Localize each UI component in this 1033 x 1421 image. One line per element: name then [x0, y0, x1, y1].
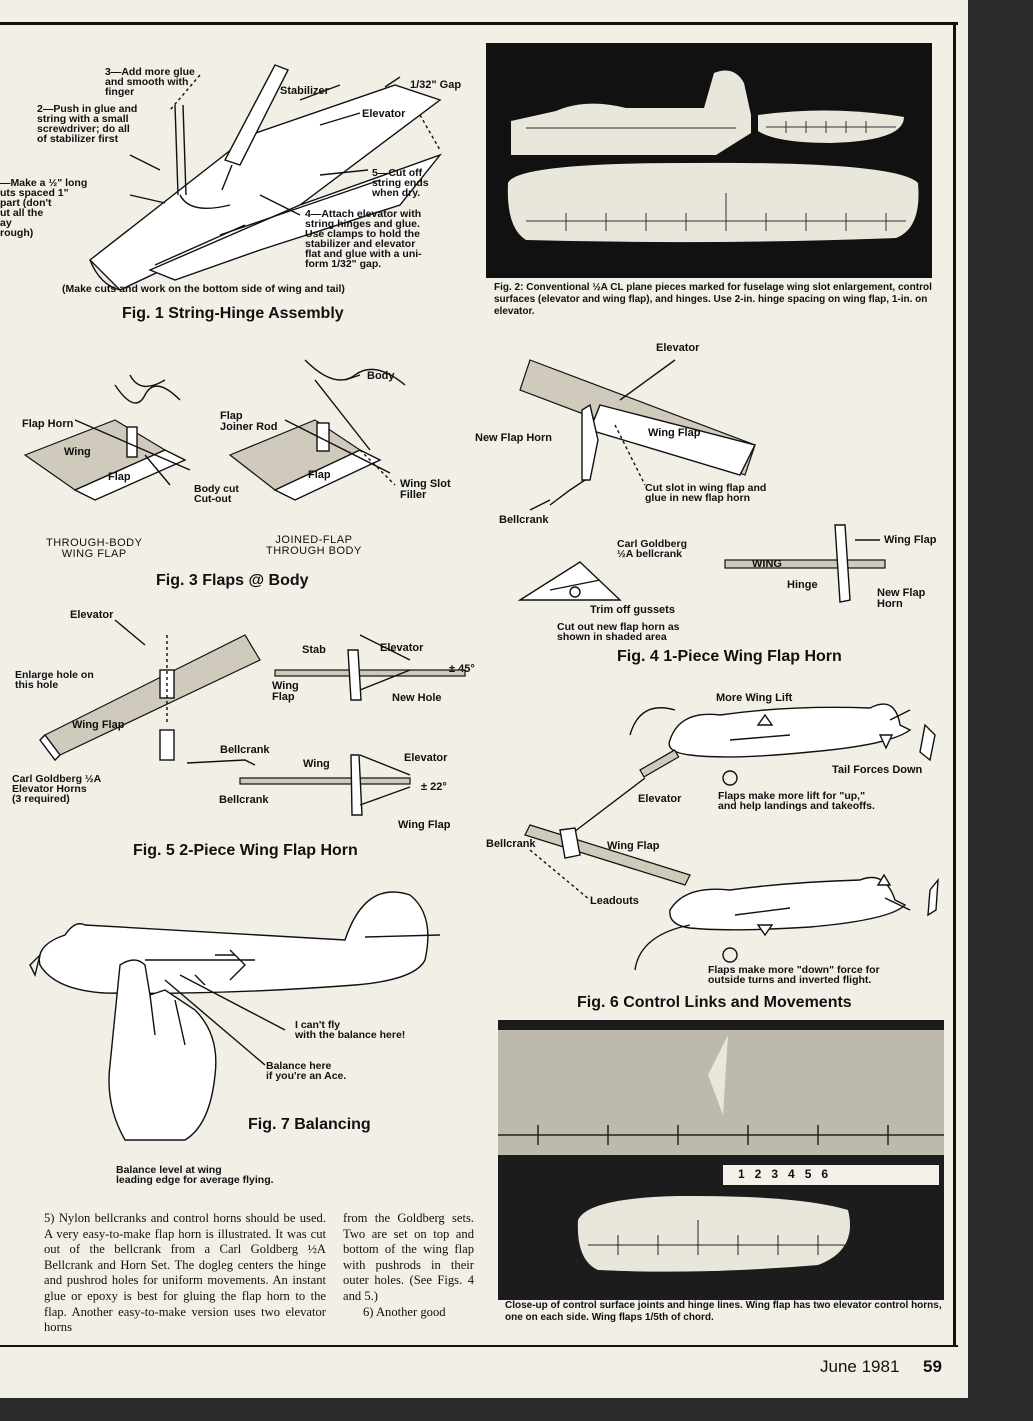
fig3-wing: Wing: [64, 446, 91, 458]
fig4-wing-flap-2: Wing Flap: [884, 534, 937, 546]
fig4-diagram: [517, 359, 886, 603]
fig4-cut-out: Cut out new flap horn as shown in shaded…: [557, 621, 680, 643]
fig5-goldberg: Carl Goldberg ½A Elevator Horns (3 requi…: [12, 773, 102, 805]
fig6-tail-down: Tail Forces Down: [832, 764, 923, 776]
fig6-flaps-lift: Flaps make more lift for "up," and help …: [718, 790, 875, 812]
right-rule: [953, 22, 956, 1347]
fig5-22deg: ± 22°: [421, 781, 447, 793]
fig5-45deg: ± 45°: [449, 663, 475, 675]
fig4-elevator: Elevator: [656, 342, 700, 354]
fig1-diagram: [88, 64, 443, 291]
hinge-closeup-photo: 1 2 3 4 5 6: [498, 1020, 944, 1300]
fig1-note3: 3—Add more glue and smooth with finger: [105, 66, 195, 98]
fig5-new-hole: New Hole: [392, 692, 442, 704]
fig5-elevator-r: Elevator: [380, 642, 424, 654]
top-rule: [0, 22, 958, 25]
fig2-pieces: [507, 70, 919, 243]
fig6-more-lift: More Wing Lift: [716, 692, 793, 704]
fig3-label-left: THROUGH-BODY WING FLAP: [46, 537, 143, 560]
fig3-title: Fig. 3 Flaps @ Body: [156, 572, 309, 589]
fig3-flap-horn: Flap Horn: [22, 418, 74, 430]
fig5-elevator: Elevator: [70, 609, 114, 621]
fig1-note5: 5—Cut off string ends when dry.: [372, 167, 429, 199]
body-para-5: 5) Nylon bellcranks and control horns sh…: [44, 1211, 326, 1335]
fig4-title: Fig. 4 1-Piece Wing Flap Horn: [617, 648, 842, 665]
ruler-numbers: 1 2 3 4 5 6: [738, 1167, 829, 1181]
fig3-flap-right: Flap: [308, 469, 331, 481]
body-para-5-cont: from the Goldberg sets. Two are set on t…: [343, 1211, 474, 1303]
fig3-body: Body: [367, 370, 395, 382]
fig1-title: Fig. 1 String-Hinge Assembly: [122, 305, 344, 322]
bottom-margin: [0, 1398, 1033, 1421]
fig4-hinge: Hinge: [787, 579, 818, 591]
fig5-diagram: [39, 619, 466, 816]
fig2-photo: [486, 43, 932, 278]
fig5-bellcrank2: Bellcrank: [219, 794, 269, 806]
fig5-wing-flap: Wing Flap: [72, 719, 125, 731]
body-para-6: 6) Another good: [363, 1304, 446, 1319]
fig3-wing-slot-filler: Wing Slot Filler: [400, 478, 451, 501]
fig7-diagram: [29, 891, 441, 1141]
fig5-elevator-r2: Elevator: [404, 752, 448, 764]
closeup-pieces: [498, 1030, 944, 1272]
fig1-elevator-label: Elevator: [362, 108, 406, 120]
issue-date: June 1981: [820, 1357, 900, 1376]
bottom-rule: [0, 1345, 958, 1347]
fig3-label-right: JOINED-FLAP THROUGH BODY: [266, 534, 362, 557]
fig4-goldberg: Carl Goldberg ½A bellcrank: [617, 538, 688, 560]
fig1-note2: 2—Push in glue and string with a small s…: [37, 103, 138, 145]
fig6-elevator: Elevator: [638, 793, 682, 805]
fig5-wing: Wing: [303, 758, 330, 770]
fig5-wing-flap-r2: Wing Flap: [398, 819, 451, 831]
fig1-bottom-note: (Make cuts and work on the bottom side o…: [62, 283, 345, 295]
closeup-caption: Close-up of control surface joints and h…: [505, 1300, 942, 1323]
fig1-gap-label: 1/32" Gap: [410, 79, 462, 91]
fig7-balance-here: Balance here if you're an Ace.: [266, 1060, 347, 1082]
fig6-leadouts: Leadouts: [590, 895, 639, 907]
body-column-1: 5) Nylon bellcranks and control horns sh…: [44, 1211, 326, 1336]
fig6-diagram: [524, 703, 939, 971]
fig3-body-cutout: Body cut Cut-out: [194, 483, 239, 505]
fig7-cant-fly: I can't fly with the balance here!: [295, 1019, 406, 1041]
right-margin: [968, 0, 1033, 1421]
fig4-bellcrank: Bellcrank: [499, 514, 549, 526]
fig7-title: Fig. 7 Balancing: [248, 1116, 371, 1133]
body-column-2: from the Goldberg sets. Two are set on t…: [343, 1211, 474, 1320]
fig4-new-flap-horn: New Flap Horn: [475, 432, 553, 444]
fig6-bellcrank: Bellcrank: [486, 838, 536, 850]
fig5-enlarge: Enlarge hole on this hole: [15, 669, 94, 691]
fig4-trim: Trim off gussets: [590, 604, 675, 616]
fig1-note1: —Make a ½" long uts spaced 1" part (don'…: [0, 177, 88, 239]
fig6-title: Fig. 6 Control Links and Movements: [577, 994, 852, 1011]
fig5-bellcrank: Bellcrank: [220, 744, 270, 756]
fig3-diagram: [23, 359, 406, 501]
fig4-wing-flap: Wing Flap: [648, 427, 701, 439]
fig6-wing-flap: Wing Flap: [607, 840, 660, 852]
fig5-stab: Stab: [302, 644, 326, 656]
fig7-balance-level: Balance level at wing leading edge for a…: [116, 1164, 274, 1186]
fig1-stabilizer-label: Stabilizer: [280, 85, 329, 97]
fig4-cut-slot: Cut slot in wing flap and glue in new fl…: [645, 482, 767, 504]
fig4-new-flap-horn-2: New Flap Horn: [877, 587, 926, 610]
fig3-flap-left: Flap: [108, 471, 131, 483]
fig5-title: Fig. 5 2-Piece Wing Flap Horn: [133, 842, 358, 859]
fig3-flap-joiner: Flap Joiner Rod: [220, 410, 278, 433]
fig1-note4: 4—Attach elevator with string hinges and…: [305, 208, 422, 270]
fig6-flaps-down: Flaps make more "down" force for outside…: [708, 964, 880, 986]
page-number: 59: [923, 1357, 942, 1376]
fig2-caption: Fig. 2: Conventional ½A CL plane pieces …: [494, 282, 932, 317]
fig5-wing-flap-r: Wing Flap: [272, 680, 299, 703]
fig4-wing-word: WING: [752, 558, 782, 570]
